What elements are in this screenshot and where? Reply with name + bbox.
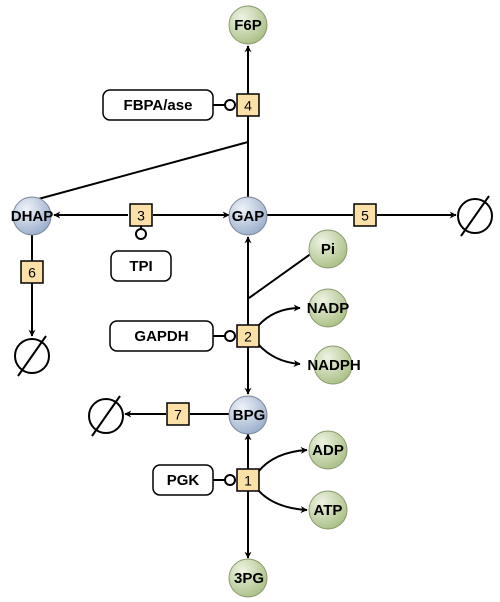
svg-text:BPG: BPG — [233, 407, 266, 424]
edge-pi-r2 — [248, 252, 313, 299]
svg-text:F6P: F6P — [234, 17, 262, 34]
svg-text:7: 7 — [174, 407, 182, 423]
svg-text:3PG: 3PG — [234, 570, 264, 587]
svg-text:Pi: Pi — [321, 241, 335, 258]
sink-r5 — [457, 195, 493, 237]
species-atp[interactable]: ATP — [308, 490, 348, 530]
sink-r7 — [88, 395, 124, 437]
svg-text:PGK: PGK — [167, 472, 200, 489]
enzyme-tpi[interactable]: TPI — [110, 250, 172, 282]
reaction-box-6[interactable]: 6 — [20, 260, 44, 284]
reaction-boxes: 4 3 5 6 2 7 1 — [20, 93, 377, 492]
svg-text:ATP: ATP — [314, 502, 343, 519]
sink-nodes — [14, 195, 493, 437]
edge-dhap-r4 — [30, 141, 249, 202]
reaction-box-1[interactable]: 1 — [236, 468, 260, 492]
reaction-box-7[interactable]: 7 — [166, 402, 190, 426]
reaction-box-3[interactable]: 3 — [129, 203, 153, 227]
species-bpg[interactable]: BPG — [228, 395, 268, 435]
svg-text:ADP: ADP — [312, 442, 344, 459]
species-dhap[interactable]: DHAP — [11, 196, 54, 236]
svg-text:FBPA/ase: FBPA/ase — [124, 97, 193, 114]
svg-text:6: 6 — [28, 265, 36, 281]
modifier-circle-tpi — [135, 228, 147, 240]
edge-r2-nadph — [257, 343, 301, 368]
svg-text:NADP: NADP — [307, 300, 350, 317]
modifier-circle-gapdh — [224, 330, 236, 342]
enzyme-nodes: FBPA/ase TPI GAPDH PGK — [102, 89, 214, 496]
edge-r1-adp — [257, 446, 308, 473]
svg-text:DHAP: DHAP — [11, 208, 54, 225]
modifier-circles — [135, 99, 236, 486]
reaction-box-4[interactable]: 4 — [236, 93, 260, 117]
species-f6p[interactable]: F6P — [228, 5, 268, 45]
enzyme-gapdh[interactable]: GAPDH — [109, 320, 214, 352]
reaction-box-5[interactable]: 5 — [353, 203, 377, 227]
species-gap[interactable]: GAP — [228, 196, 268, 236]
sink-r6 — [14, 335, 50, 377]
svg-text:TPI: TPI — [129, 258, 152, 275]
svg-text:2: 2 — [244, 329, 252, 345]
svg-text:NADPH: NADPH — [307, 357, 360, 374]
metabolite-nodes: F6P DHAP GAP Pi NADP NADPH BPG ADP — [11, 5, 361, 598]
svg-text:GAP: GAP — [232, 208, 265, 225]
enzyme-pgk[interactable]: PGK — [152, 464, 214, 496]
edge-r1-atp — [257, 489, 308, 514]
species-nadph[interactable]: NADPH — [307, 345, 361, 385]
enzyme-fbpase[interactable]: FBPA/ase — [102, 89, 214, 121]
svg-text:5: 5 — [361, 208, 369, 224]
species-3pg[interactable]: 3PG — [228, 558, 268, 598]
svg-text:4: 4 — [244, 98, 252, 114]
species-adp[interactable]: ADP — [308, 430, 348, 470]
species-nadp[interactable]: NADP — [307, 288, 350, 328]
svg-text:1: 1 — [244, 473, 252, 489]
edges — [28, 45, 457, 559]
modifier-circle-pgk — [224, 474, 236, 486]
modifier-circle-fbpase — [224, 99, 236, 111]
species-pi[interactable]: Pi — [308, 229, 348, 269]
svg-text:3: 3 — [137, 208, 145, 224]
svg-text:GAPDH: GAPDH — [134, 328, 188, 345]
edge-r2-nadp — [257, 304, 301, 327]
reaction-box-2[interactable]: 2 — [236, 324, 260, 348]
